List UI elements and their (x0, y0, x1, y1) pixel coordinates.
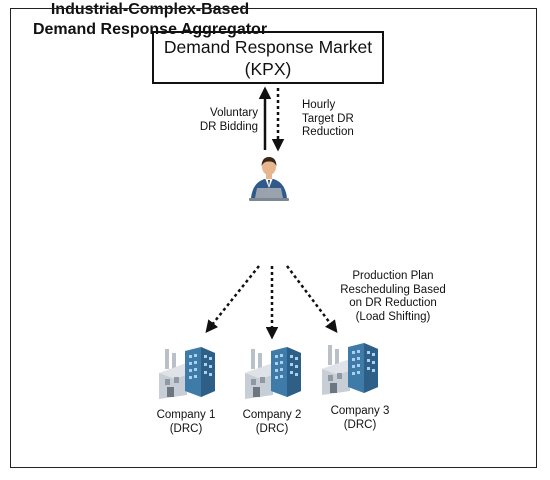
company-3-factory-icon (322, 343, 378, 395)
aggregator-label: Industrial-Complex-Based Demand Response… (32, 1, 268, 38)
arrow-to-company-3 (286, 265, 338, 333)
company-2-factory-icon (245, 347, 301, 399)
target-reduction-label: Hourly Target DR Reduction (302, 99, 354, 138)
company-1-factory-icon (159, 347, 215, 399)
company-3-label: Company 3 (DRC) (330, 405, 390, 431)
diagram-frame (10, 8, 537, 468)
person-at-laptop-icon (249, 157, 289, 201)
bidding-label: Voluntary DR Bidding (199, 107, 258, 133)
market-box: Demand Response Market (KPX) (152, 31, 384, 84)
market-subtitle: (KPX) (244, 59, 292, 79)
arrow-to-company-1 (205, 265, 260, 333)
company-2-label: Company 2 (DRC) (242, 409, 302, 435)
company-1-label: Company 1 (DRC) (156, 409, 216, 435)
market-title: Demand Response Market (163, 37, 373, 57)
rescheduling-label: Production Plan Rescheduling Based on DR… (340, 270, 446, 323)
